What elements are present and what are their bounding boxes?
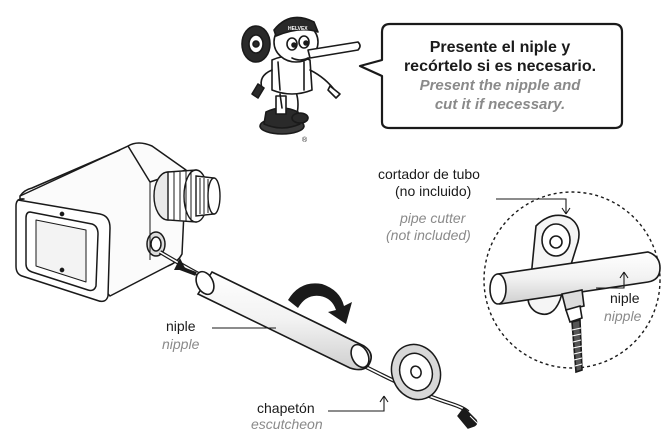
- nipple-label-es: niple: [166, 318, 196, 334]
- trademark-symbol: ®: [302, 136, 308, 144]
- instruction-en-line1: Present the nipple and: [419, 77, 581, 94]
- instruction-es-line2: recórtelo si es necesario.: [403, 58, 597, 75]
- mascot-figure: HELVEX: [241, 16, 361, 135]
- instruction-es-line1: Presente el niple y: [429, 39, 571, 56]
- nipple-pipe: [195, 270, 372, 371]
- detail-nipple-label-en: nipple: [604, 308, 642, 324]
- valve-housing: [15, 142, 187, 303]
- detail-nipple-label-es: niple: [610, 290, 640, 306]
- cap-logo: HELVEX: [288, 26, 308, 32]
- pipe-cutter-label-es-2: (no incluido): [395, 183, 472, 199]
- nipple-label-en: nipple: [162, 336, 200, 352]
- pipe-cutter-detail: [483, 191, 661, 374]
- pipe-cutter-label-es-1: cortador de tubo: [378, 166, 480, 182]
- insert-arrow: [174, 258, 197, 276]
- rotation-arrow: [288, 283, 352, 324]
- escutcheon: [390, 343, 442, 401]
- speech-bubble: [358, 22, 624, 130]
- escutcheon-label-es: chapetón: [257, 400, 315, 416]
- instruction-en-line2: cut it if necessary.: [434, 96, 566, 113]
- threaded-connector: [153, 169, 221, 223]
- pipe-cutter-label-en-1: pipe cutter: [400, 210, 466, 226]
- pipe-cutter-label-en-2: (not included): [386, 227, 471, 243]
- escutcheon-label-en: escutcheon: [251, 416, 323, 432]
- leader-lines: [212, 198, 629, 412]
- speech-bubble-text: Presente el niple y recórtelo si es nece…: [382, 38, 618, 114]
- hose-connector: [457, 406, 481, 429]
